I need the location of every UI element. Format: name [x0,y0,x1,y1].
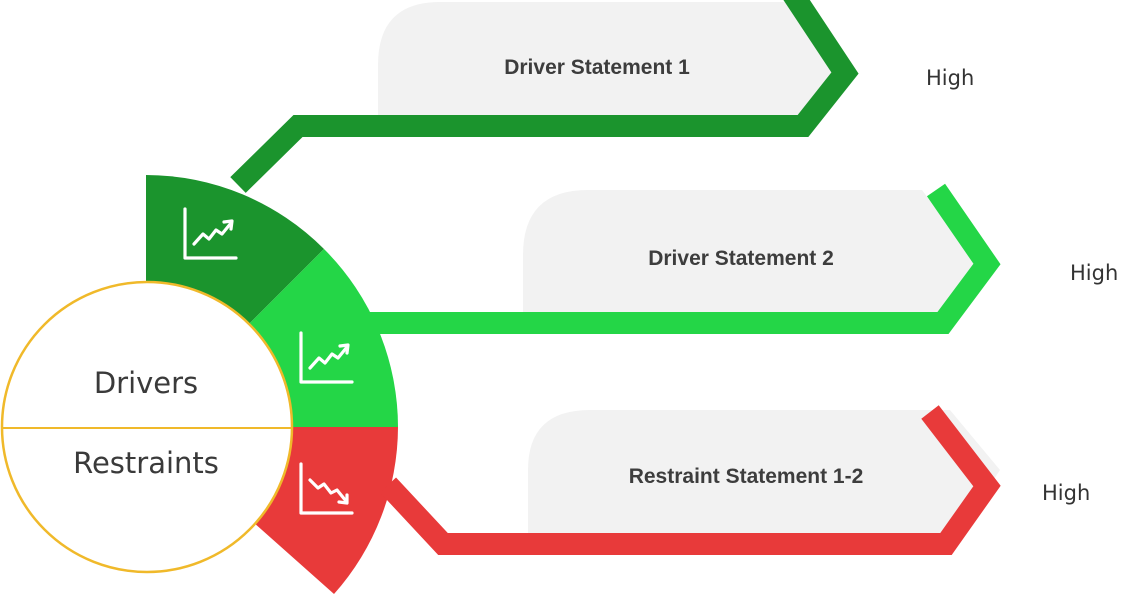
driver-2-level: High [1070,261,1119,285]
driver-statement-1: Driver Statement 1 [504,56,690,79]
restraint-1-level: High [1042,481,1091,505]
drivers-label: Drivers [93,366,199,400]
trend-down-icon [299,462,354,515]
card-restraint-1 [528,410,1000,533]
restraint-statement-1: Restraint Statement 1-2 [628,465,864,488]
driver-1-level: High [926,66,975,90]
card-driver-2 [523,190,975,312]
card-driver-1 [378,2,838,120]
trend-up-icon [299,331,354,384]
connector-driver-2 [370,183,1001,334]
trend-up-icon [183,207,238,260]
connector-driver-1 [230,0,859,193]
restraints-label: Restraints [73,446,219,480]
driver-statement-2: Driver Statement 2 [648,247,834,270]
connector-restraint-1 [379,405,1001,555]
